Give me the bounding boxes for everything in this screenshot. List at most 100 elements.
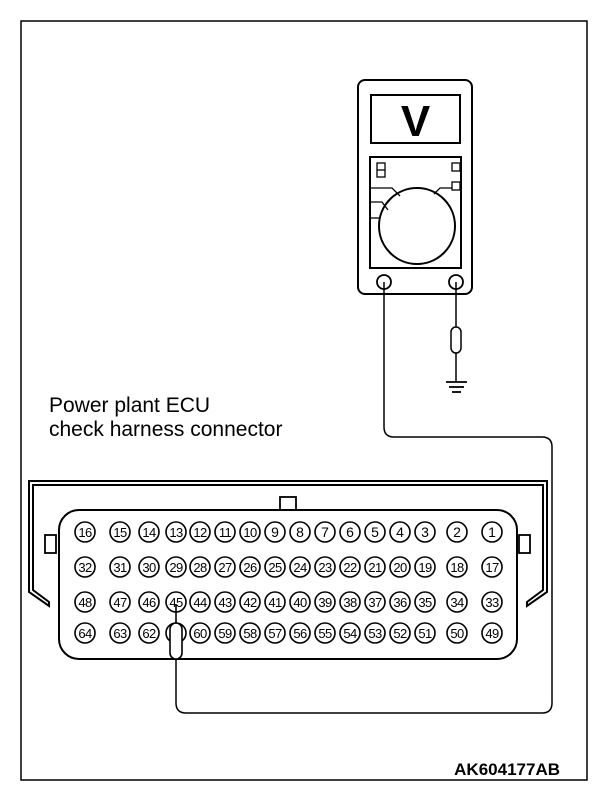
meter-display: [370, 94, 461, 144]
pin-number: 56: [293, 626, 307, 641]
ground-symbol-icon: [446, 381, 467, 393]
pin-number: 8: [296, 524, 304, 540]
connector-pin-1: 1: [481, 521, 503, 543]
pin-circle: [264, 556, 286, 578]
connector-pin-16: 16: [74, 521, 96, 543]
connector-pin-9: 9: [264, 521, 286, 543]
pin-number: 51: [418, 626, 432, 641]
pin-number: 3: [421, 524, 429, 540]
pin-circle: [389, 556, 411, 578]
pin-number: 57: [268, 626, 282, 641]
pin-number: 60: [193, 626, 207, 641]
pin-number: 13: [169, 525, 183, 540]
connector-pin-25: 25: [264, 556, 286, 578]
pin-number: 42: [243, 595, 257, 610]
pin-number: 53: [368, 626, 382, 641]
ground-lead: [450, 282, 462, 382]
pin-circle: [481, 556, 503, 578]
pin-circle: [74, 521, 96, 543]
pin-circle: [74, 591, 96, 613]
pin-circle: [214, 591, 236, 613]
pin-number: 27: [218, 560, 232, 575]
pin-circle: [339, 556, 361, 578]
pin-circle: [138, 556, 160, 578]
pin-circle: [109, 556, 131, 578]
pin-circle: [239, 622, 261, 644]
voltmeter-icon: V: [357, 79, 473, 295]
connector-pin-45: 45: [165, 591, 187, 613]
connector-pin-41: 41: [264, 591, 286, 613]
pin-number: 46: [142, 595, 156, 610]
connector-pin-49: 49: [481, 622, 503, 644]
pin-circle: [446, 591, 468, 613]
connector-pin-18: 18: [446, 556, 468, 578]
pin-number: 29: [169, 560, 183, 575]
connector-pin-15: 15: [109, 521, 131, 543]
pin-number: 59: [218, 626, 232, 641]
connector-pin-14: 14: [138, 521, 160, 543]
connector-pin-23: 23: [314, 556, 336, 578]
pin-number: 55: [318, 626, 332, 641]
connector-pin-46: 46: [138, 591, 160, 613]
pin-number: 48: [78, 595, 92, 610]
connector-pin-40: 40: [289, 591, 311, 613]
connector-pin-17: 17: [481, 556, 503, 578]
connector-pin-27: 27: [214, 556, 236, 578]
pin-circle: [214, 622, 236, 644]
pin-circle: [314, 521, 336, 543]
connector-pin-44: 44: [189, 591, 211, 613]
pin-number: 12: [193, 525, 207, 540]
pin-circle: [189, 556, 211, 578]
pin-circle: [389, 521, 411, 543]
pin-circle: [364, 591, 386, 613]
connector-pin-20: 20: [389, 556, 411, 578]
connector-pin-57: 57: [264, 622, 286, 644]
pin-number: 22: [343, 560, 357, 575]
pin-circle: [264, 591, 286, 613]
pin-circle: [109, 521, 131, 543]
pin-number: 47: [113, 595, 127, 610]
pin-number: 39: [318, 595, 332, 610]
connector-pin-12: 12: [189, 521, 211, 543]
pin-circle: [339, 591, 361, 613]
connector-caption-line1: Power plant ECU: [49, 394, 210, 417]
connector-pin-11: 11: [214, 521, 236, 543]
connector-pin-58: 58: [239, 622, 261, 644]
pin-circle: [138, 622, 160, 644]
connector-pin-38: 38: [339, 591, 361, 613]
connector-pin-52: 52: [389, 622, 411, 644]
connector-face: [58, 509, 518, 660]
pin-circle: [138, 521, 160, 543]
pin-number: 1: [488, 524, 496, 540]
pin-number: 9: [271, 524, 279, 540]
pin-number: 33: [485, 595, 499, 610]
connector-pin-51: 51: [414, 622, 436, 644]
connector-pin-30: 30: [138, 556, 160, 578]
pin-number: 4: [396, 524, 404, 540]
pin-number: 19: [418, 560, 432, 575]
pin-circle: [481, 622, 503, 644]
pin-circle: [189, 521, 211, 543]
pin-number: 11: [219, 525, 232, 540]
connector-side-tab-left: [44, 534, 57, 554]
connector-pin-42: 42: [239, 591, 261, 613]
pin-circle: [389, 622, 411, 644]
test-lead-wire: [175, 282, 553, 714]
ground-clip: [450, 326, 462, 354]
pin-number: 35: [418, 595, 432, 610]
pin-number: 23: [318, 560, 332, 575]
pin-number: 45: [169, 595, 183, 610]
connector-pin-21: 21: [364, 556, 386, 578]
connector-pin-35: 35: [414, 591, 436, 613]
pin-number: 50: [450, 626, 464, 641]
pin-number: 30: [142, 560, 156, 575]
pin-circle: [314, 591, 336, 613]
connector-pin-32: 32: [74, 556, 96, 578]
connector-pin-43: 43: [214, 591, 236, 613]
pin-number: 26: [243, 560, 257, 575]
pin-circle: [314, 622, 336, 644]
connector-pin-8: 8: [289, 521, 311, 543]
connector-pin-33: 33: [481, 591, 503, 613]
pin-number: 36: [393, 595, 407, 610]
connector-pin-34: 34: [446, 591, 468, 613]
